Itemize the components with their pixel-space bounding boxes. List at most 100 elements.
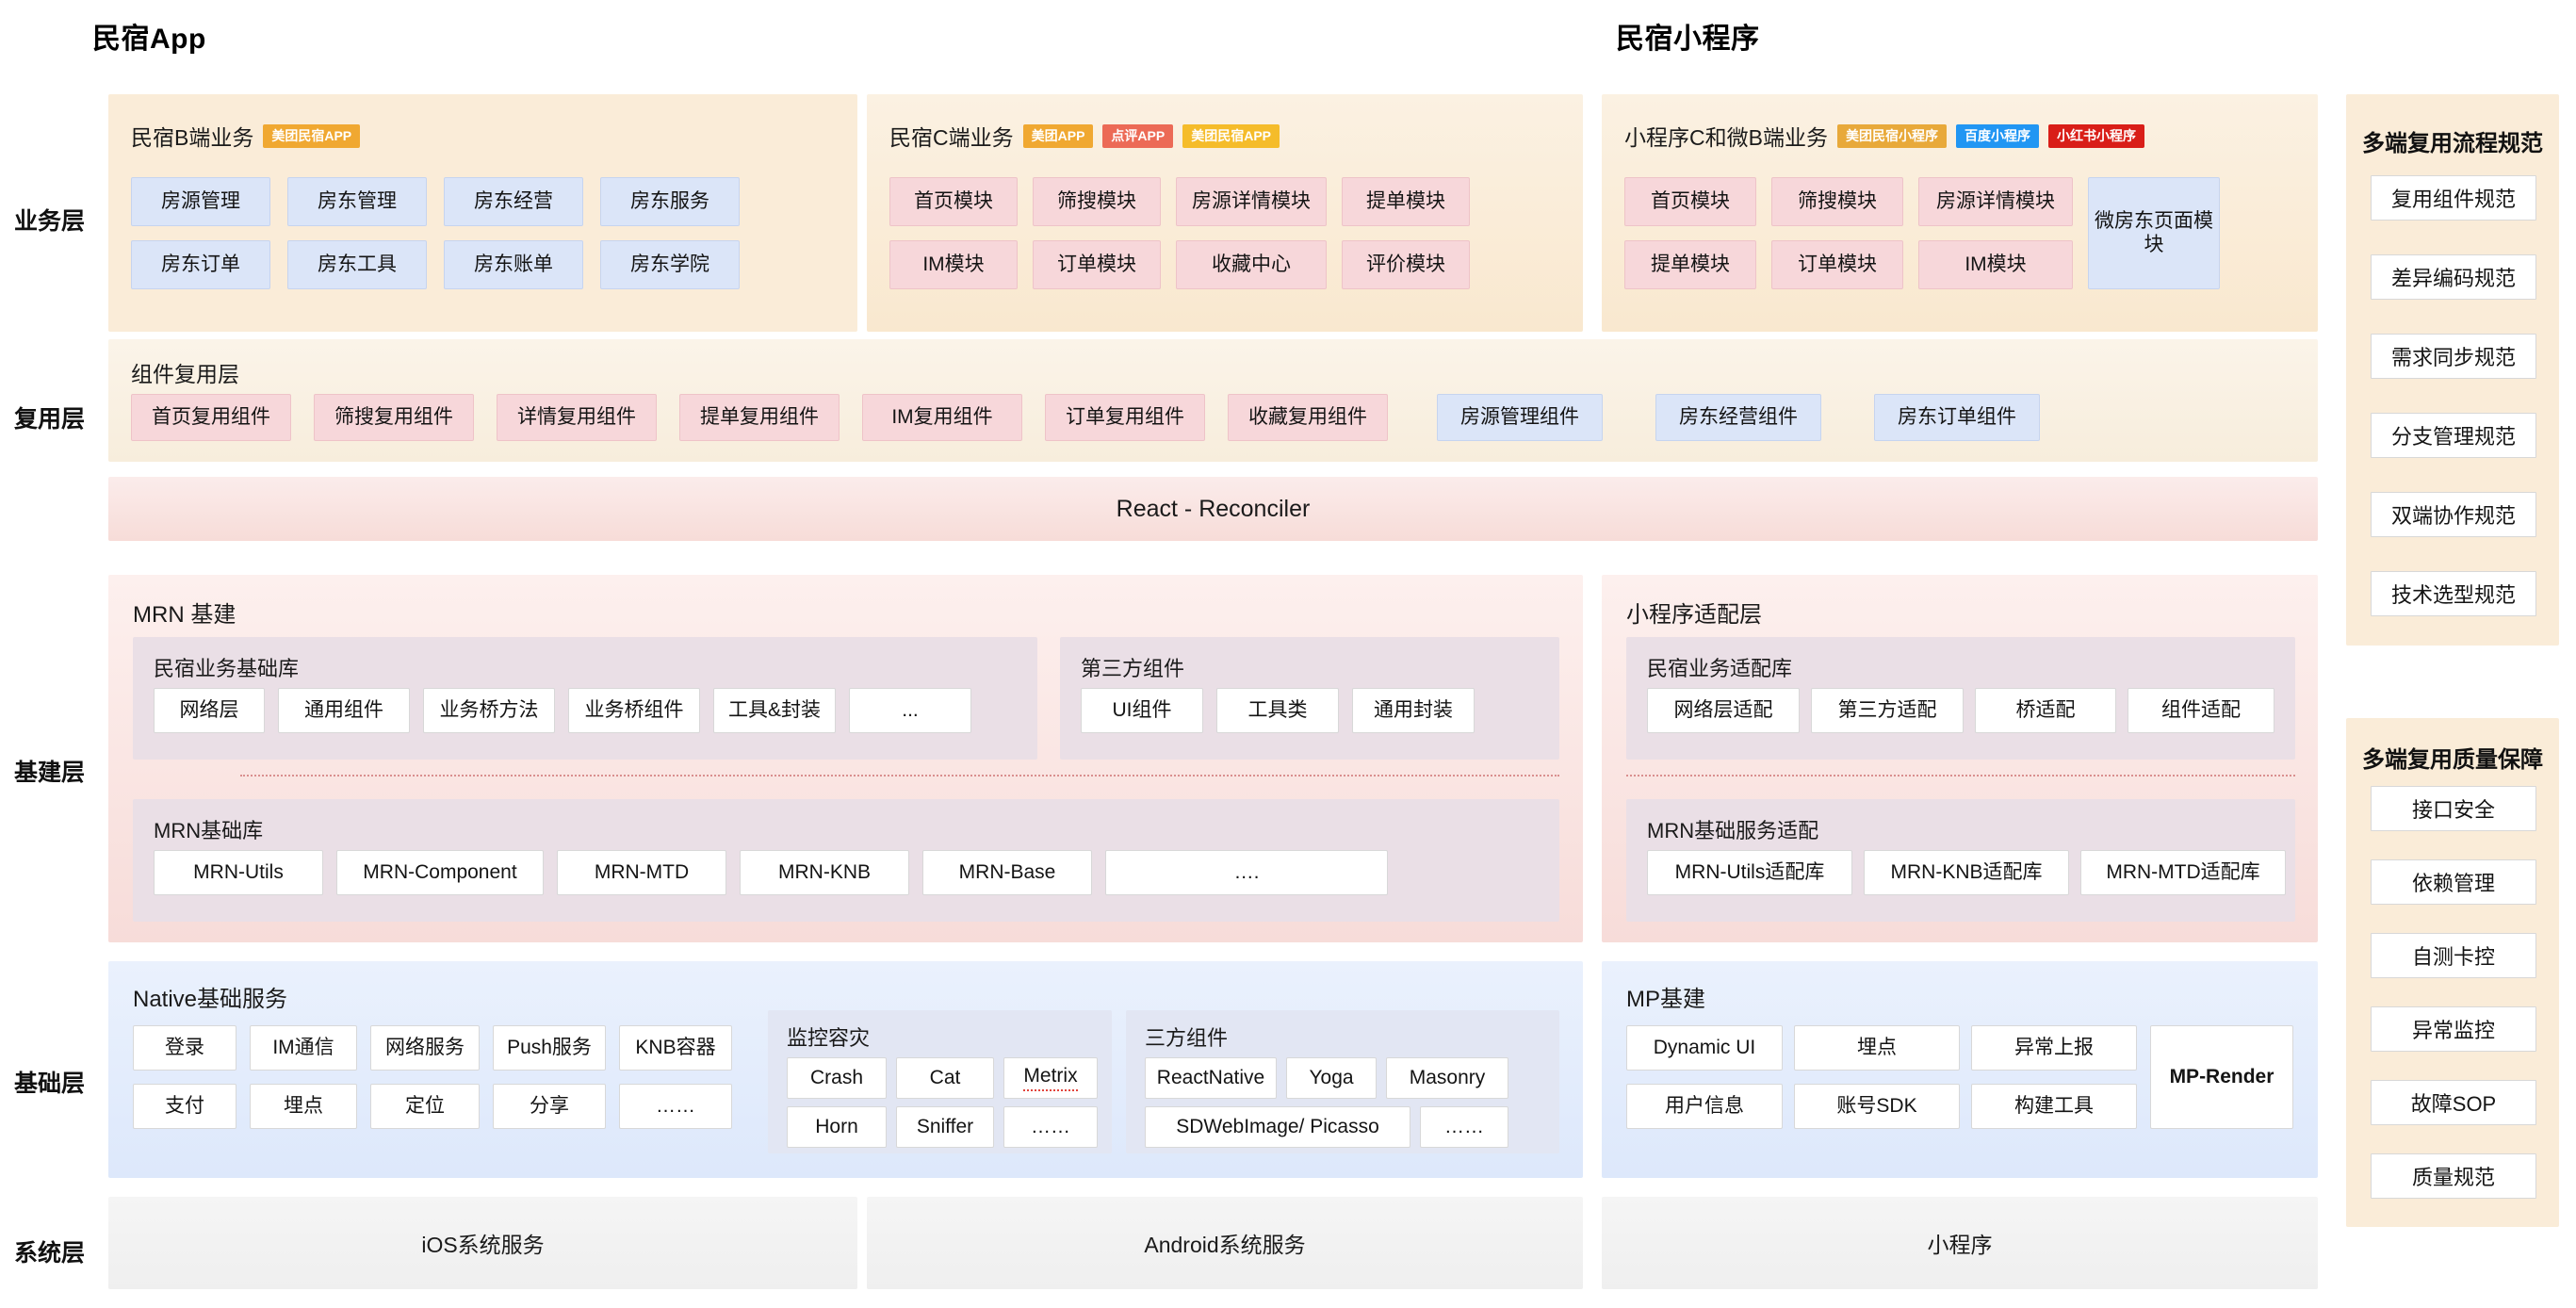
chip-mp-fangyuanxiangqing-module[interactable]: 房源详情模块 [1918,177,2073,226]
chip-mrn-base-lib-more[interactable]: …. [1105,850,1388,895]
chip-mrn-knb[interactable]: MRN-KNB [740,850,909,895]
chip-mrn-base[interactable]: MRN-Base [922,850,1092,895]
chip-gongju-fengzhuang[interactable]: 工具&封装 [713,688,836,733]
sysbox-ios[interactable]: iOS系统服务 [108,1197,857,1289]
chip-fangyuanxiangqing-module[interactable]: 房源详情模块 [1176,177,1327,226]
chip-knb-rongqi[interactable]: KNB容器 [619,1025,732,1071]
chip-pingjia-module[interactable]: 评价模块 [1342,240,1470,289]
chip-tongyongzujian[interactable]: 通用组件 [278,688,410,733]
chip-shaisou-module[interactable]: 筛搜模块 [1033,177,1161,226]
sidechip-yichangjiankong[interactable]: 异常监控 [2371,1006,2536,1052]
chip-mp-shaisou-module[interactable]: 筛搜模块 [1771,177,1903,226]
panel-mp-base: MP基建 Dynamic UI 埋点 异常上报 用户信息 账号SDK 构建工具 … [1602,961,2318,1178]
chip-fangdonggongju[interactable]: 房东工具 [287,240,427,289]
chip-reuse-shouye[interactable]: 首页复用组件 [131,394,291,441]
chip-yichangshangbao[interactable]: 异常上报 [1971,1025,2137,1071]
chip-mp-maidian[interactable]: 埋点 [1794,1025,1960,1071]
chip-weifangdong-page-module[interactable]: 微房东页面模块 [2088,177,2220,289]
chip-im-tongxin[interactable]: IM通信 [250,1025,357,1071]
chip-yoga[interactable]: Yoga [1286,1057,1377,1099]
chip-sdwebimage-picasso[interactable]: SDWebImage/ Picasso [1145,1106,1410,1148]
chip-reuse-xiangqing[interactable]: 详情复用组件 [497,394,657,441]
chip-horn[interactable]: Horn [787,1106,887,1148]
chip-yonghuxinxi[interactable]: 用户信息 [1626,1084,1783,1129]
chip-mrn-utils-adapter[interactable]: MRN-Utils适配库 [1647,850,1852,895]
chip-reuse-tidan[interactable]: 提单复用组件 [679,394,840,441]
chip-qiao-shipei[interactable]: 桥适配 [1975,688,2116,733]
chip-wangluoceng[interactable]: 网络层 [154,688,265,733]
chip-masonry[interactable]: Masonry [1386,1057,1508,1099]
chip-yewuqiaofangfa[interactable]: 业务桥方法 [423,688,555,733]
chip-reuse-fangdongdingdan[interactable]: 房东订单组件 [1874,394,2040,441]
chip-mrn-utils[interactable]: MRN-Utils [154,850,323,895]
chip-push-fuwu[interactable]: Push服务 [493,1025,606,1071]
sysbox-miniprogram[interactable]: 小程序 [1602,1197,2318,1289]
chip-native-more[interactable]: …… [619,1084,732,1129]
chip-yewuqiaozujian[interactable]: 业务桥组件 [568,688,700,733]
sysbox-android[interactable]: Android系统服务 [867,1197,1583,1289]
chip-dingwei[interactable]: 定位 [370,1084,480,1129]
sidechip-zhiliangguifan[interactable]: 质量规范 [2371,1153,2536,1199]
chip-mp-shouye-module[interactable]: 首页模块 [1624,177,1756,226]
chip-biz-lib-more[interactable]: ... [849,688,971,733]
sidechip-zicekakong[interactable]: 自测卡控 [2371,933,2536,978]
chip-fangyuanguanli[interactable]: 房源管理 [131,177,270,226]
chip-maidian[interactable]: 埋点 [250,1084,357,1129]
chip-shoucangzhongxin-module[interactable]: 收藏中心 [1176,240,1327,289]
chip-base-third-party-more[interactable]: …… [1420,1106,1508,1148]
chip-reuse-fangdongjingying[interactable]: 房东经营组件 [1655,394,1821,441]
sidechip-fenzhiguanli-guifan[interactable]: 分支管理规范 [2371,413,2536,458]
chip-im-module[interactable]: IM模块 [889,240,1018,289]
chip-reuse-shoucang[interactable]: 收藏复用组件 [1228,394,1388,441]
sidechip-shuangduanxiezuo-guifan[interactable]: 双端协作规范 [2371,492,2536,537]
chip-fangdongzhangdan[interactable]: 房东账单 [444,240,583,289]
chip-fangdongxueyuan[interactable]: 房东学院 [600,240,740,289]
chip-disanfang-shipei[interactable]: 第三方适配 [1811,688,1964,733]
chip-dingdan-module[interactable]: 订单模块 [1033,240,1161,289]
chip-fangdongjingying[interactable]: 房东经营 [444,177,583,226]
chip-gongjulei[interactable]: 工具类 [1216,688,1339,733]
chip-reuse-fangyuanguanli[interactable]: 房源管理组件 [1437,394,1603,441]
chip-mrn-knb-adapter[interactable]: MRN-KNB适配库 [1864,850,2069,895]
chip-zujian-shipei[interactable]: 组件适配 [2128,688,2274,733]
chip-mrn-mtd-adapter[interactable]: MRN-MTD适配库 [2080,850,2286,895]
monitor-disaster-title: 监控容灾 [787,1026,871,1050]
chip-mp-render[interactable]: MP-Render [2150,1025,2293,1129]
chip-crash[interactable]: Crash [787,1057,887,1099]
chip-reuse-dingdan[interactable]: 订单复用组件 [1045,394,1205,441]
sidechip-guzhang-sop[interactable]: 故障SOP [2371,1080,2536,1125]
chip-shouye-module[interactable]: 首页模块 [889,177,1018,226]
chip-ui-zujian[interactable]: UI组件 [1081,688,1203,733]
sidechip-yilaiguanli[interactable]: 依赖管理 [2371,859,2536,905]
chip-fangdongguanli[interactable]: 房东管理 [287,177,427,226]
chip-sniffer[interactable]: Sniffer [896,1106,994,1148]
chip-fangdongfuwu[interactable]: 房东服务 [600,177,740,226]
chip-mrn-mtd[interactable]: MRN-MTD [557,850,726,895]
chip-tidan-module[interactable]: 提单模块 [1342,177,1470,226]
chip-zhanghao-sdk[interactable]: 账号SDK [1794,1084,1960,1129]
chip-wangluofuwu[interactable]: 网络服务 [370,1025,480,1071]
chip-metrix[interactable]: Metrix [1003,1057,1098,1099]
chip-monitor-more[interactable]: …… [1003,1106,1098,1148]
chip-mp-tidan-module[interactable]: 提单模块 [1624,240,1756,289]
chip-mrn-component[interactable]: MRN-Component [336,850,544,895]
chip-reuse-im[interactable]: IM复用组件 [862,394,1022,441]
chip-fenxiang[interactable]: 分享 [493,1084,606,1129]
sidechip-fuyongzujian-guifan[interactable]: 复用组件规范 [2371,175,2536,221]
chip-mp-im-module[interactable]: IM模块 [1918,240,2073,289]
chip-zhifu[interactable]: 支付 [133,1084,236,1129]
chip-fangdongdingdan[interactable]: 房东订单 [131,240,270,289]
chip-tongyongfengzhuang[interactable]: 通用封装 [1352,688,1475,733]
chip-mp-dingdan-module[interactable]: 订单模块 [1771,240,1903,289]
chip-reactnative[interactable]: ReactNative [1145,1057,1277,1099]
chip-wangluoceng-shipei[interactable]: 网络层适配 [1647,688,1800,733]
chip-reuse-shaisou[interactable]: 筛搜复用组件 [314,394,474,441]
sidechip-chayibianma-guifan[interactable]: 差异编码规范 [2371,254,2536,300]
sidechip-jiekouanquan[interactable]: 接口安全 [2371,786,2536,831]
chip-goujiangongju[interactable]: 构建工具 [1971,1084,2137,1129]
sidechip-jishuxuanxing-guifan[interactable]: 技术选型规范 [2371,571,2536,616]
chip-dynamic-ui[interactable]: Dynamic UI [1626,1025,1783,1071]
sidechip-xuqiutongbu-guifan[interactable]: 需求同步规范 [2371,334,2536,379]
chip-denglu[interactable]: 登录 [133,1025,236,1071]
chip-cat[interactable]: Cat [896,1057,994,1099]
